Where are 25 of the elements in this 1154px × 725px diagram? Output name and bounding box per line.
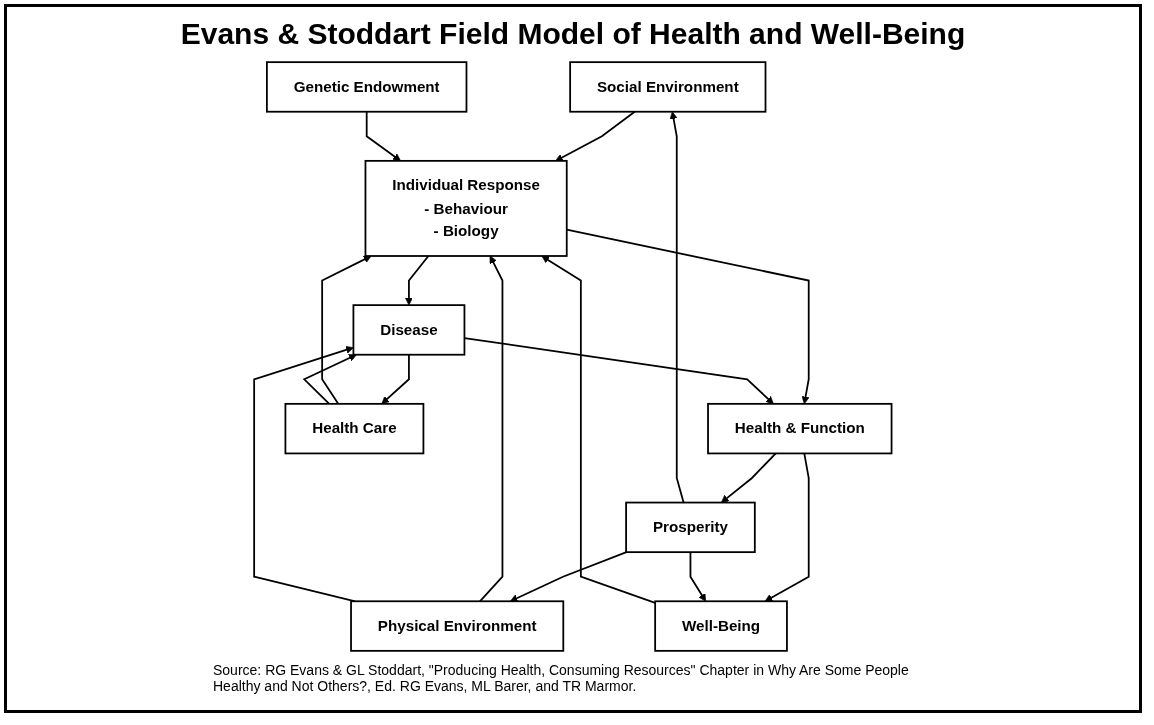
arrow	[365, 110, 402, 162]
diagram-title: Evans & Stoddart Field Model of Health and Well-Being	[180, 17, 966, 51]
arrow	[555, 110, 636, 162]
arrow	[479, 255, 504, 603]
node-box: Individual Response - Behaviour - Biology	[364, 159, 568, 257]
arrow	[689, 551, 707, 602]
arrow	[566, 228, 810, 405]
node-box: Prosperity	[625, 501, 756, 554]
arrow	[381, 353, 410, 405]
node-box: Genetic Endowment	[266, 61, 468, 113]
source-caption: Source: RG Evans & GL Stoddart, "Producing Health, Consuming Resources" Chapter in Why Are Some People Healthy and Not Others?, Ed. RG Evans, ML Barer, and TR Marmor.	[213, 662, 910, 694]
node-box: Health & Function	[707, 402, 893, 455]
arrow	[405, 255, 430, 306]
node-box: Health Care	[284, 402, 425, 455]
node-box: Well-Being	[654, 600, 788, 652]
node-box: Social Environment	[569, 61, 767, 113]
arrow	[510, 551, 628, 602]
arrow	[302, 354, 357, 405]
arrow	[669, 111, 685, 504]
arrow	[764, 452, 810, 602]
arrow	[253, 346, 357, 603]
arrow	[721, 452, 777, 503]
node-box: Disease	[352, 304, 466, 356]
node-box: Physical Environment	[350, 600, 565, 652]
arrow	[321, 255, 372, 405]
